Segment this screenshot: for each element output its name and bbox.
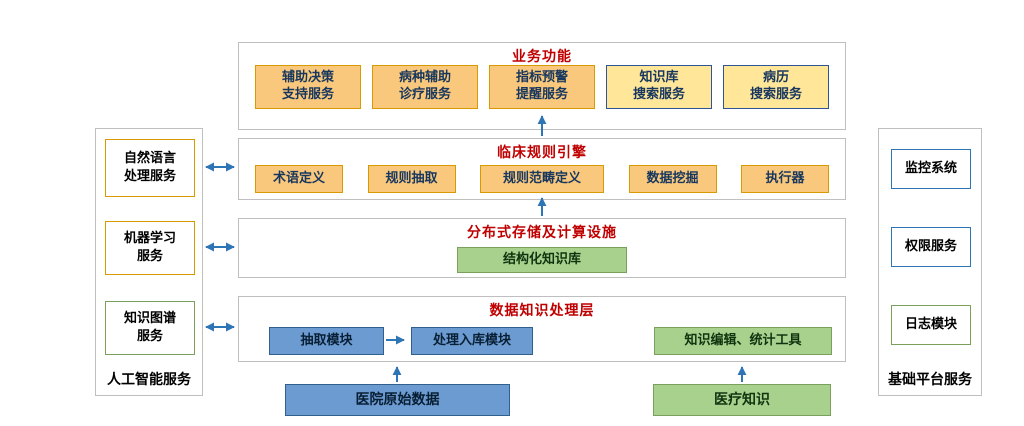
business-functions-row: 辅助决策 支持服务 病种辅助 诊疗服务 指标预警 提醒服务 知识库 搜索服务 病… <box>255 65 829 109</box>
machine-learning-service-box: 机器学习 服务 <box>105 221 195 275</box>
knowledge-graph-service-box: 知识图谱 服务 <box>105 301 195 355</box>
medical-knowledge-box: 医疗知识 <box>653 384 831 416</box>
rule-extraction-box: 规则抽取 <box>367 165 456 193</box>
business-functions-title: 业务功能 <box>512 49 572 65</box>
ingest-module-box: 处理入库模块 <box>411 327 533 355</box>
processing-layer: 数据知识处理层 抽取模块 处理入库模块 知识编辑、统计工具 <box>238 296 846 362</box>
term-definition-box: 术语定义 <box>255 165 343 193</box>
clinical-rules-row: 术语定义 规则抽取 规则范畴定义 数据挖掘 执行器 <box>255 165 829 193</box>
permission-service-label: 权限服务 <box>904 238 957 254</box>
assist-decision-box: 辅助决策 支持服务 <box>255 65 361 109</box>
monitoring-system-box: 监控系统 <box>891 149 971 189</box>
extract-module-box: 抽取模块 <box>269 327 384 355</box>
rule-category-box: 规则范畴定义 <box>480 165 604 193</box>
nlp-service-box: 自然语言 处理服务 <box>105 139 195 197</box>
ai-services-panel-label: 人工智能服务 <box>107 372 191 388</box>
nlp-service-label: 自然语言 处理服务 <box>123 150 176 184</box>
platform-services-panel: 监控系统 权限服务 日志模块 基础平台服务 <box>878 128 982 396</box>
record-search-box: 病历 搜索服务 <box>723 65 829 109</box>
hospital-raw-data-box: 医院原始数据 <box>285 384 510 416</box>
permission-service-box: 权限服务 <box>891 227 971 267</box>
monitoring-system-label: 监控系统 <box>904 160 957 176</box>
structured-kb-box: 结构化知识库 <box>457 247 627 273</box>
storage-layer: 分布式存储及计算设施 结构化知识库 <box>238 218 846 278</box>
ai-services-panel: 自然语言 处理服务 机器学习 服务 知识图谱 服务 人工智能服务 <box>95 128 203 396</box>
log-module-label: 日志模块 <box>904 316 957 332</box>
storage-layer-title: 分布式存储及计算设施 <box>467 225 617 241</box>
knowledge-edit-tools-box: 知识编辑、统计工具 <box>654 327 832 355</box>
platform-services-panel-label: 基础平台服务 <box>888 372 972 388</box>
disease-diagnosis-box: 病种辅助 诊疗服务 <box>372 65 478 109</box>
log-module-box: 日志模块 <box>891 305 971 345</box>
kb-search-box: 知识库 搜索服务 <box>606 65 712 109</box>
clinical-rules-layer: 临床规则引擎 术语定义 规则抽取 规则范畴定义 数据挖掘 执行器 <box>238 138 846 200</box>
data-mining-box: 数据挖掘 <box>628 165 717 193</box>
business-functions-layer: 业务功能 辅助决策 支持服务 病种辅助 诊疗服务 指标预警 提醒服务 知识库 搜… <box>238 42 846 130</box>
executor-box: 执行器 <box>741 165 829 193</box>
knowledge-graph-service-label: 知识图谱 服务 <box>123 310 176 344</box>
processing-layer-title: 数据知识处理层 <box>489 303 595 319</box>
machine-learning-service-label: 机器学习 服务 <box>123 230 176 264</box>
indicator-alert-box: 指标预警 提醒服务 <box>489 65 595 109</box>
clinical-rules-title: 临床规则引擎 <box>497 145 587 161</box>
